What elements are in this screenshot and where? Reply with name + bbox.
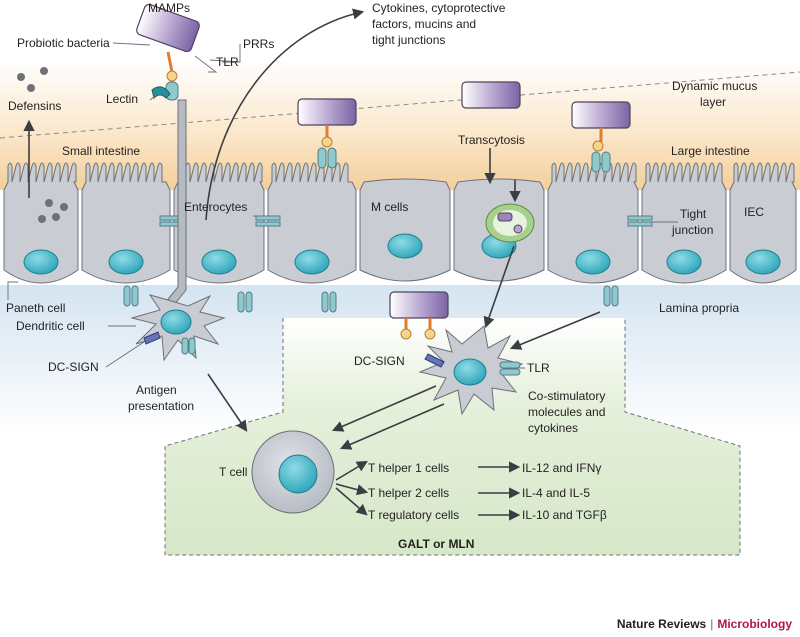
mucus-boundary-line	[0, 71, 800, 139]
leader-lines	[7, 42, 678, 369]
cell-nucleus	[23, 249, 59, 275]
label-costim-2: molecules and	[528, 405, 605, 419]
basolateral-receptor-4	[603, 285, 619, 307]
label-antigen-1: Antigen	[136, 383, 177, 397]
label-paneth-cell: Paneth cell	[6, 301, 65, 315]
label-dendritic-cell: Dendritic cell	[16, 319, 85, 333]
tight-junction-3	[627, 215, 653, 227]
credit-separator: |	[710, 617, 714, 631]
label-lamina-propria: Lamina propria	[659, 301, 739, 315]
label-small-intestine: Small intestine	[62, 144, 140, 158]
cell-body	[267, 162, 357, 284]
transcytosis-vesicle	[485, 203, 535, 243]
labels: MAMPs PRRs Probiotic bacteria TLR Lectin…	[6, 1, 764, 551]
label-large-intestine: Large intestine	[671, 144, 750, 158]
label-cytokines-3: tight junctions	[372, 33, 445, 47]
cell-body	[359, 178, 451, 282]
label-defensins: Defensins	[8, 99, 61, 113]
cell-body	[173, 162, 265, 284]
t-cell	[251, 430, 335, 514]
label-galt: GALT or MLN	[398, 537, 474, 551]
label-mamps: MAMPs	[148, 1, 190, 15]
label-th1: T helper 1 cells	[368, 461, 449, 475]
cell-nucleus	[745, 249, 781, 275]
cell-nucleus	[666, 249, 702, 275]
bacterium-mucus-2	[461, 81, 521, 109]
label-prrs: PRRs	[243, 37, 274, 51]
bacterium-mucus-1	[297, 98, 357, 126]
label-th2: T helper 2 cells	[368, 486, 449, 500]
basolateral-receptor-1	[123, 285, 139, 307]
enterocyte-9	[729, 162, 797, 284]
label-cytokines-2: factors, mucins and	[372, 17, 476, 31]
label-il4: IL-4 and IL-5	[522, 486, 590, 500]
cell-body	[729, 162, 797, 284]
cell-nucleus	[201, 249, 237, 275]
label-tlr-center: TLR	[527, 361, 550, 375]
label-iec: IEC	[744, 205, 764, 219]
enterocyte-3	[173, 162, 265, 284]
label-il10: IL-10 and TGFβ	[522, 508, 607, 522]
label-antigen-2: presentation	[128, 399, 194, 413]
dendritic-cell-center	[418, 325, 524, 416]
label-dc-sign-left: DC-SIGN	[48, 360, 99, 374]
label-costim-3: cytokines	[528, 421, 578, 435]
cell-nucleus	[108, 249, 144, 275]
cell-nucleus	[294, 249, 330, 275]
label-probiotic-bacteria: Probiotic bacteria	[17, 36, 110, 50]
journal-section: Microbiology	[717, 617, 792, 631]
label-tight-1: Tight	[680, 207, 707, 221]
journal-credit: Nature Reviews|Microbiology	[617, 617, 792, 631]
enterocyte-7	[547, 162, 639, 284]
epithelium	[3, 162, 797, 313]
tight-junction-2	[255, 215, 281, 227]
label-treg: T regulatory cells	[368, 508, 459, 522]
label-t-cell: T cell	[219, 465, 247, 479]
label-tlr-top: TLR	[216, 55, 239, 69]
label-m-cells: M cells	[371, 200, 408, 214]
tlr-receptors	[151, 51, 611, 340]
label-lectin: Lectin	[106, 92, 138, 106]
basolateral-receptor-2	[237, 291, 253, 313]
enterocyte-4	[267, 162, 357, 284]
label-dc-sign-center: DC-SIGN	[354, 354, 405, 368]
cell-nucleus	[387, 233, 423, 259]
label-il12: IL-12 and IFNγ	[522, 461, 601, 475]
journal-name: Nature Reviews	[616, 617, 707, 631]
cell-body	[81, 162, 171, 284]
bacterium-mucus-3	[571, 101, 631, 129]
cell-body	[641, 162, 727, 284]
label-transcytosis: Transcytosis	[458, 133, 525, 147]
m-cell-5	[359, 178, 451, 282]
enterocyte-2	[81, 162, 171, 284]
pathway-arrows	[23, 8, 601, 521]
basolateral-receptor-3	[321, 291, 337, 313]
label-cytokines-1: Cytokines, cytoprotective	[372, 1, 506, 15]
defensin-dots	[17, 67, 68, 223]
cell-body	[3, 162, 79, 284]
label-costim-1: Co-stimulatory	[528, 389, 605, 403]
paneth-cell-1	[3, 162, 79, 284]
enterocyte-8	[641, 162, 727, 284]
label-mucus-1: Dynamic mucus	[672, 79, 757, 93]
probiotic-bacterium-top	[136, 3, 200, 53]
cell-nucleus	[575, 249, 611, 275]
dendritic-cell-left	[130, 294, 226, 362]
label-tight-2: junction	[671, 223, 713, 237]
label-enterocytes: Enterocytes	[184, 200, 247, 214]
label-mucus-2: layer	[700, 95, 726, 109]
bacterium-lamina	[389, 291, 449, 319]
